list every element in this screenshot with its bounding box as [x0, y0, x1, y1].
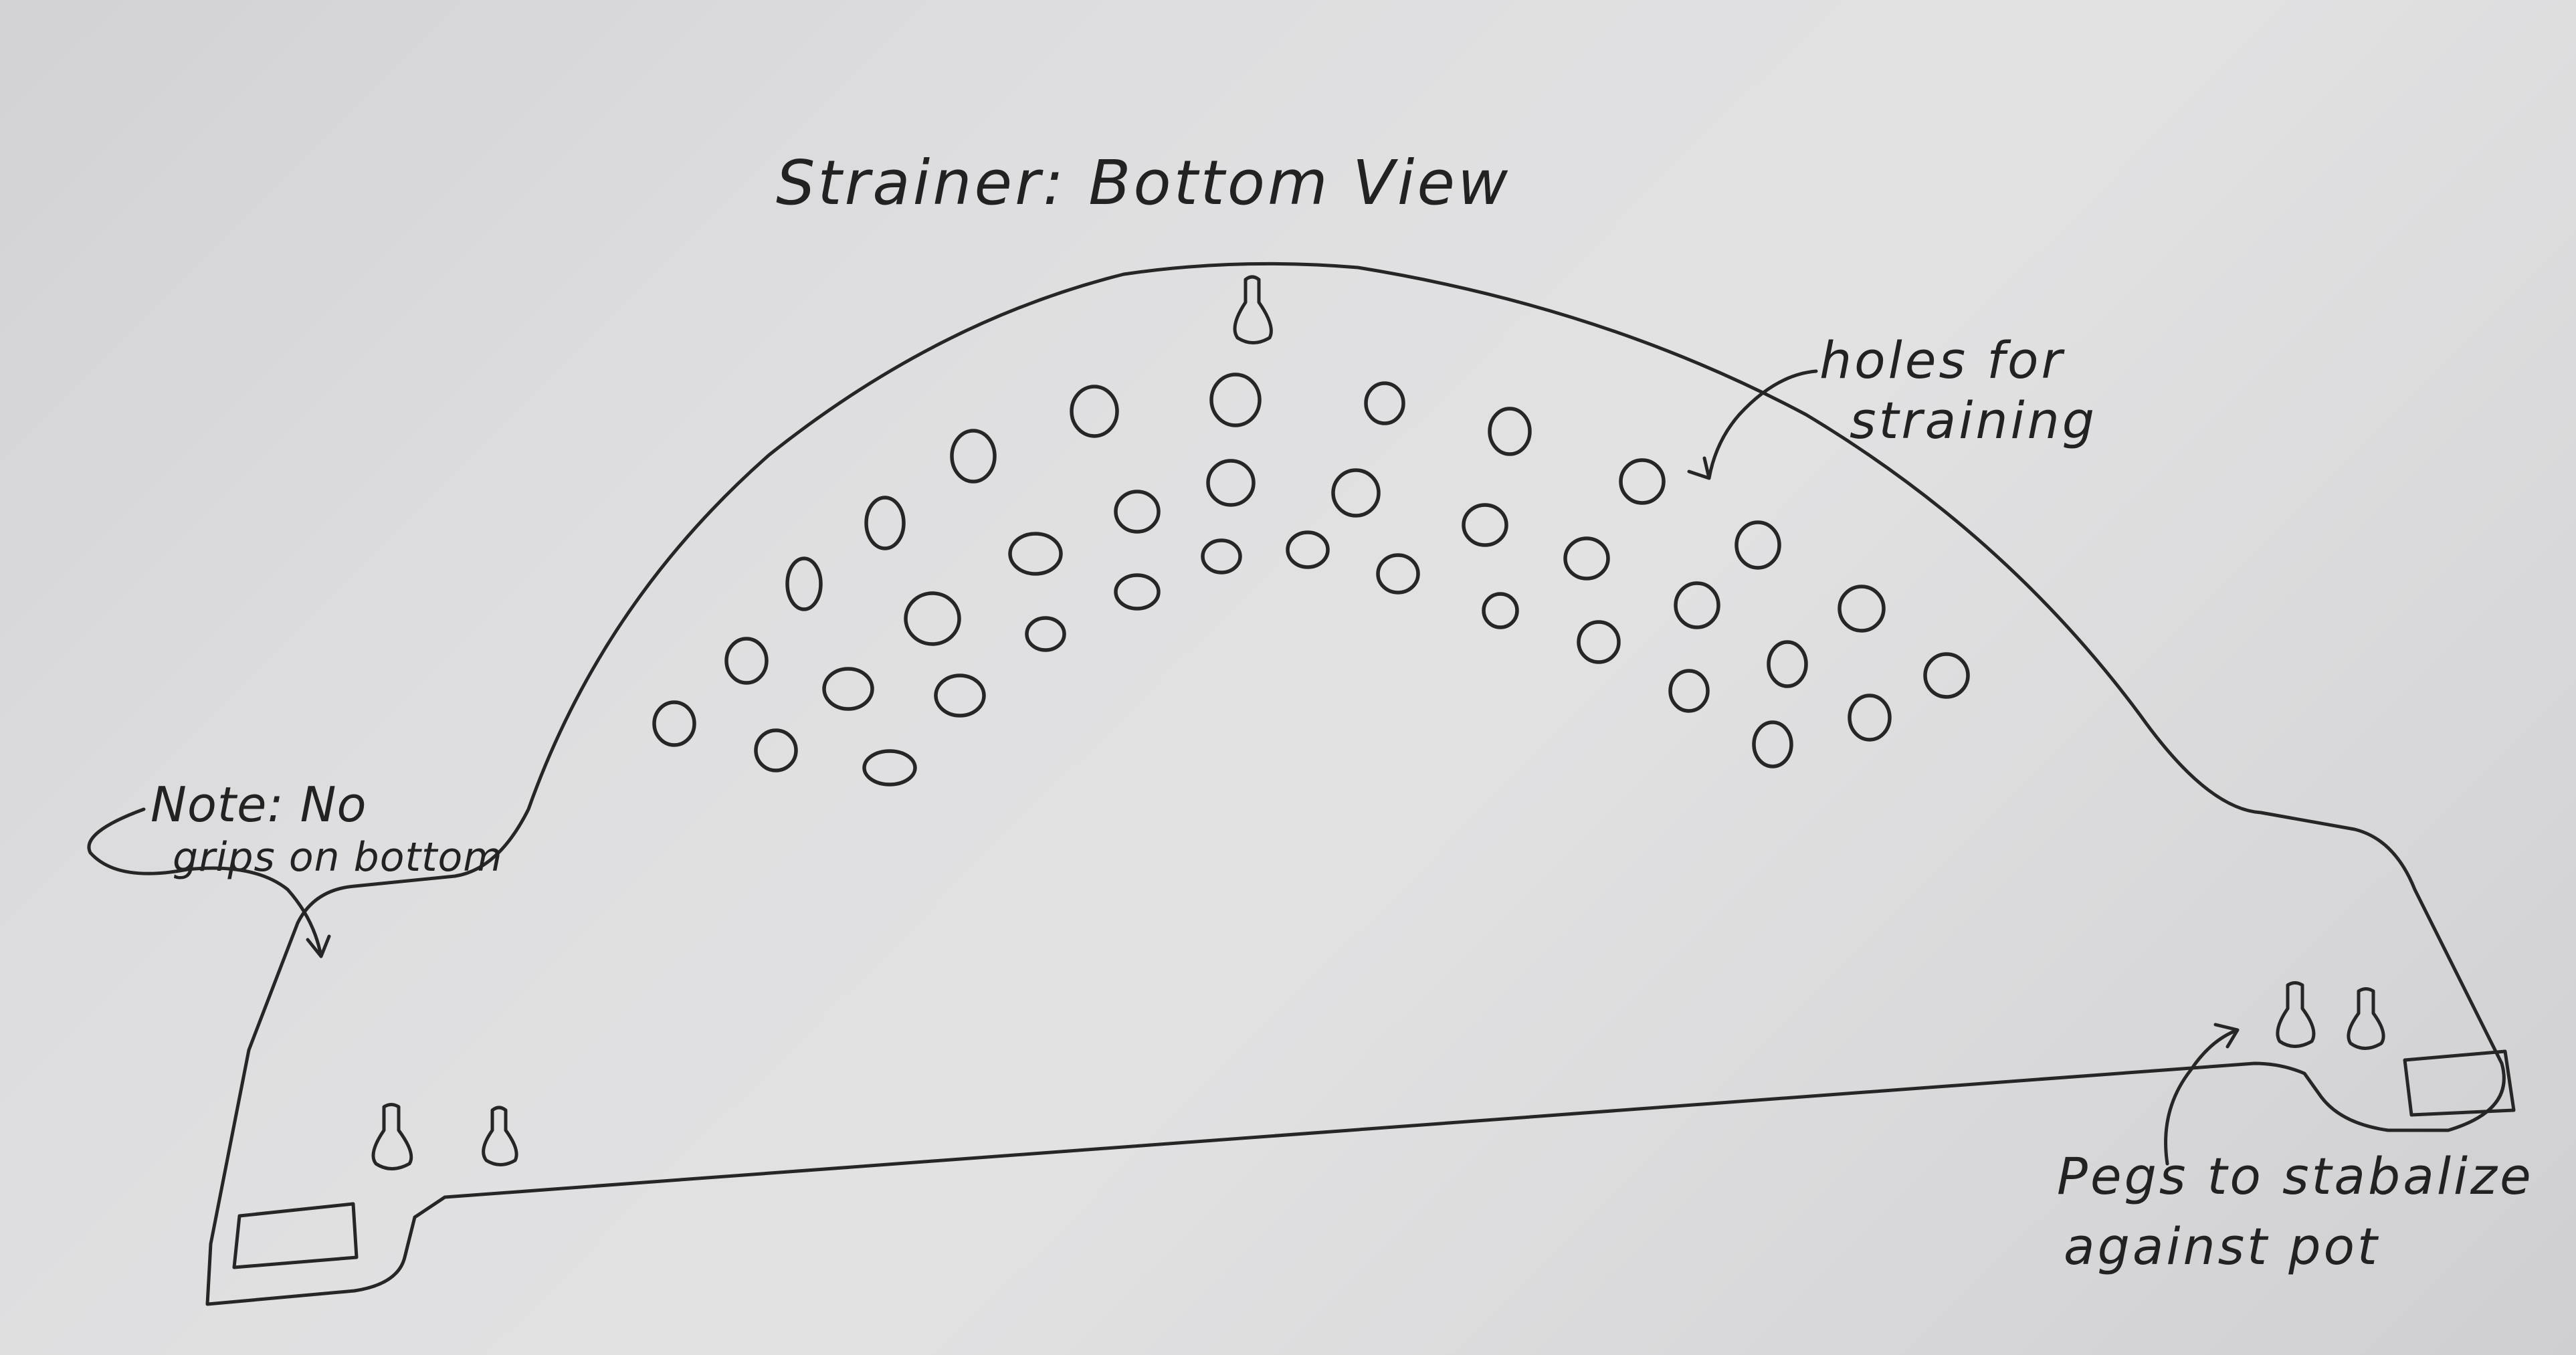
hole — [862, 749, 917, 787]
hole — [864, 496, 906, 550]
hole — [1376, 553, 1420, 595]
hole — [1114, 490, 1161, 534]
straining-holes — [652, 373, 1970, 787]
hole — [1752, 720, 1793, 768]
hole — [1674, 581, 1720, 629]
peg-left-1 — [371, 1103, 413, 1170]
hole — [1668, 669, 1710, 713]
hole — [1201, 538, 1242, 575]
hole — [1114, 573, 1161, 611]
holes-label-line-1: holes for — [1819, 330, 2066, 390]
hole — [1482, 592, 1519, 629]
pegs-pointer-arrow — [2164, 1023, 2240, 1166]
hole — [1331, 468, 1381, 518]
hole — [1008, 532, 1063, 576]
hole — [1070, 385, 1119, 438]
hole — [1838, 585, 1886, 633]
hole — [822, 667, 874, 711]
note-pointer-arrow — [87, 807, 331, 958]
peg-left-2 — [482, 1106, 518, 1166]
hole — [1209, 373, 1262, 427]
strainer-outline — [205, 262, 2506, 1306]
pegs-label-line-2: against pot — [2064, 1217, 2380, 1276]
left-foot-rectangle — [232, 1202, 359, 1269]
diagram-title: Strainer: Bottom View — [776, 147, 1510, 219]
hole — [1286, 530, 1330, 569]
peg-right-2 — [2347, 987, 2385, 1050]
hole — [934, 673, 986, 718]
hole — [1577, 620, 1621, 664]
peg-top — [1233, 275, 1273, 344]
hole — [1462, 503, 1508, 547]
holes-pointer-arrow — [1687, 369, 1818, 480]
note-label: Note: No grips on bottom — [151, 776, 503, 881]
hole — [1364, 381, 1405, 425]
hole — [1923, 652, 1970, 699]
hole — [754, 728, 798, 772]
pegs-label: Pegs to stabalize against pot — [2057, 1146, 2553, 1276]
hole — [1767, 640, 1808, 688]
peg-right-1 — [2276, 981, 2316, 1048]
hole — [1735, 520, 1781, 570]
hole — [1563, 536, 1610, 581]
hole — [1206, 459, 1256, 507]
hole — [904, 591, 961, 646]
hole — [1848, 694, 1892, 742]
note-label-line-2: grips on bottom — [173, 834, 503, 881]
hole — [724, 637, 769, 685]
hole — [1619, 458, 1666, 505]
right-foot-rectangle — [2403, 1049, 2516, 1117]
holes-label: holes for straining — [1819, 330, 2097, 450]
hole — [1488, 407, 1532, 456]
hole — [652, 700, 696, 747]
pegs-label-line-1: Pegs to stabalize — [2057, 1146, 2534, 1206]
note-label-line-1: Note: No — [151, 776, 367, 833]
hole — [950, 429, 997, 484]
holes-label-line-2: straining — [1850, 391, 2097, 450]
hole — [1025, 616, 1066, 652]
hole — [785, 556, 823, 611]
